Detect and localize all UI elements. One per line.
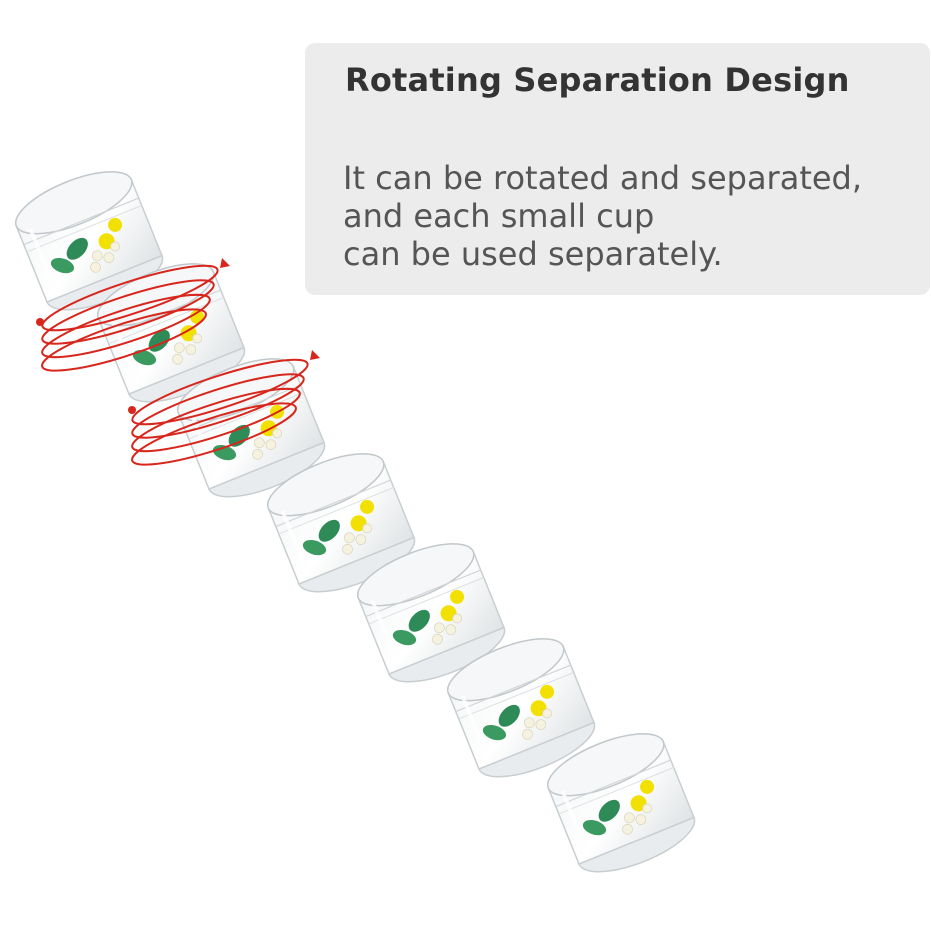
info-panel: Rotating Separation Design It can be rot… [305, 43, 930, 295]
description-line-2: and each small cup [343, 197, 655, 235]
description-line-1: It can be rotated and separated, [343, 159, 863, 197]
description: It can be rotated and separated, and eac… [343, 159, 862, 273]
description-line-3: can be used separately. [343, 235, 723, 273]
headline: Rotating Separation Design [345, 61, 850, 99]
rotation-arrows-icon [36, 258, 320, 466]
